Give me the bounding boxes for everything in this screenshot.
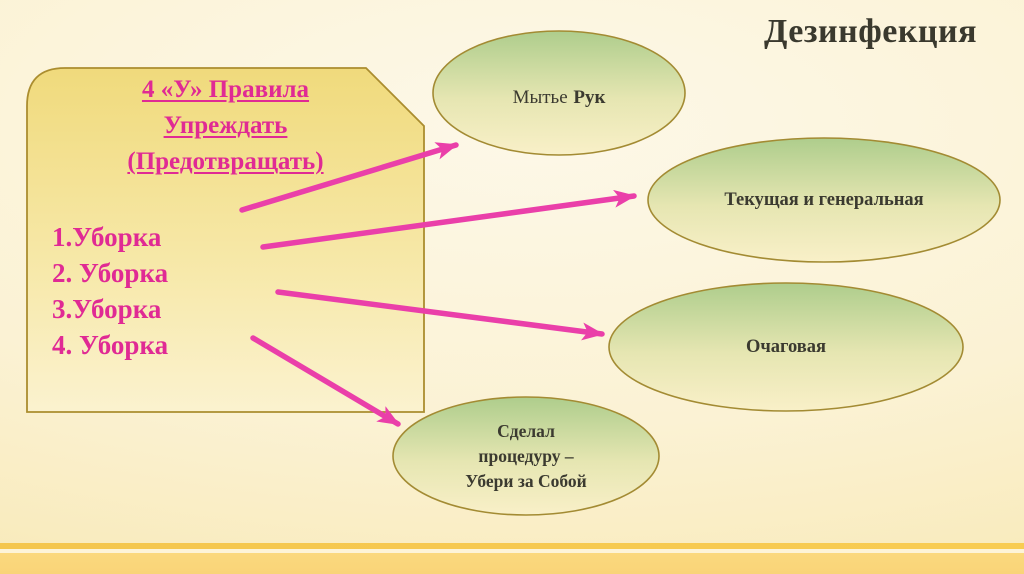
arrow-to-after-procedure: [250, 335, 401, 427]
node-label-focal: Очаговая: [609, 283, 963, 411]
node-label-after-procedure: Сделал процедуру – Убери за Собой: [393, 398, 659, 514]
rules-box-heading: 4 «У» Правила Упреждать (Предотвращать): [27, 72, 424, 180]
rules-box-shape: [26, 67, 425, 413]
rules-list-item: 4. Уборка: [52, 330, 169, 360]
footer-stripe-gold: [0, 543, 1024, 549]
node-ellipse-current-general: [647, 137, 1001, 263]
node-ellipse-after-procedure: [392, 396, 660, 516]
rules-list-item: 2. Уборка: [52, 258, 169, 288]
node-label-line: Убери за Собой: [465, 470, 587, 491]
rules-box-heading-line: 4 «У» Правила: [141, 76, 310, 103]
node-ellipse-hand-washing: [432, 30, 686, 156]
rules-box-list: 1.Уборка 2. Уборка 3.Уборка 4. Уборка: [52, 219, 168, 363]
rules-box-heading-line: (Предотвращать): [127, 148, 324, 175]
node-label-text-bold: Рук: [573, 87, 606, 108]
node-label-line: Сделал: [497, 420, 555, 441]
arrow-to-focal: [275, 289, 605, 341]
footer-stripe-band: [0, 553, 1024, 574]
node-label-line: процедуру –: [478, 445, 574, 466]
node-label-text: Текущая и генеральная: [724, 189, 924, 210]
footer-stripe-light: [0, 549, 1024, 553]
node-label-hand-washing: Мытье Рук: [433, 36, 685, 160]
arrow-to-hand-washing: [239, 142, 459, 213]
node-label-text: Очаговая: [745, 336, 827, 357]
rules-list-item: 3.Уборка: [52, 294, 162, 324]
slide-title: Дезинфекция: [763, 13, 977, 50]
rules-box-heading-line: Упреждать: [163, 112, 288, 139]
node-ellipse-focal: [608, 282, 964, 412]
node-label-text: Мытье: [512, 87, 568, 108]
arrow-to-current-general: [260, 189, 637, 250]
rules-list-item: 1.Уборка: [52, 222, 162, 252]
node-label-current-general: Текущая и генеральная: [648, 138, 1000, 262]
